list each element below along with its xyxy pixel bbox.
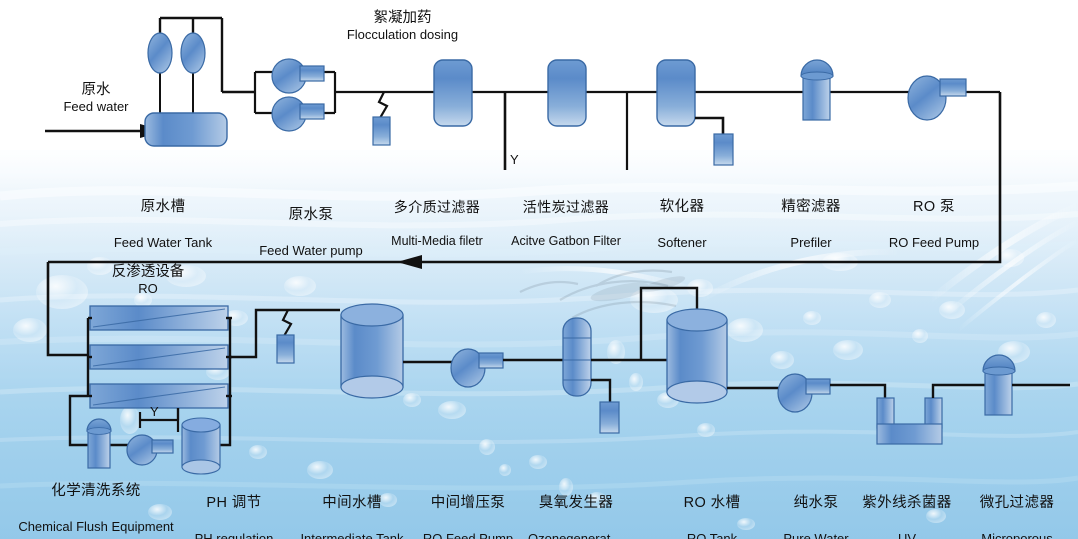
pipe-return-right bbox=[406, 92, 1002, 264]
inline-label-feed-water: 原水 Feed water bbox=[52, 82, 140, 115]
brine-tank-shape bbox=[713, 133, 734, 166]
intermediate-tank-shape bbox=[340, 303, 404, 399]
intermediate-pump-shape bbox=[450, 348, 504, 388]
prefilter-shape bbox=[800, 59, 834, 121]
ozone-generator-shape bbox=[562, 317, 592, 397]
flocculation-en: Flocculation dosing bbox=[346, 27, 459, 43]
feed-water-tank-shape bbox=[144, 112, 228, 147]
intermediate-dosing-zigzag bbox=[281, 309, 293, 337]
y-marker-multimedia: Y bbox=[510, 152, 519, 167]
inline-label-flocculation: 絮凝加药 Flocculation dosing bbox=[330, 10, 475, 43]
feed-water-pump-2 bbox=[271, 96, 325, 132]
pipe-ro-tank-inlet bbox=[639, 286, 699, 360]
ro-unit-cn: 反渗透设备 bbox=[111, 264, 185, 280]
flocculation-dosing-box bbox=[372, 116, 391, 146]
ro-unit-en: RO bbox=[138, 281, 158, 297]
pipe-ozone-branch bbox=[591, 378, 612, 403]
softener-shape bbox=[656, 59, 696, 127]
valve-icon-1 bbox=[147, 32, 173, 74]
ozone-aux-box bbox=[599, 401, 620, 434]
ph-regulation-shape bbox=[181, 417, 221, 475]
feed-water-cn: 原水 bbox=[81, 82, 111, 98]
y-marker-ro: Y bbox=[150, 404, 159, 419]
ro-tank-shape bbox=[666, 308, 728, 404]
chemical-flush-tank-shape bbox=[86, 418, 112, 469]
active-carbon-filter-shape bbox=[547, 59, 587, 127]
feed-water-en: Feed water bbox=[63, 99, 129, 115]
pipe-ro-permeate bbox=[230, 308, 340, 359]
microporous-filter-shape bbox=[982, 354, 1016, 416]
ro-membrane-vessel-1 bbox=[89, 305, 229, 331]
multi-media-filter-shape bbox=[433, 59, 473, 127]
arrow-return-flow bbox=[397, 255, 422, 269]
pipe-brine-branch bbox=[695, 116, 725, 135]
pure-water-pump-shape bbox=[777, 373, 831, 413]
inline-label-ro-unit: 反渗透设备 RO bbox=[78, 264, 218, 297]
feed-water-pump-1 bbox=[271, 58, 325, 94]
pipe-bottom-5 bbox=[830, 383, 887, 398]
pipe-bottom-6 bbox=[931, 383, 990, 398]
pipe-into-ro bbox=[46, 262, 88, 357]
ro-feed-pump-shape bbox=[907, 75, 967, 121]
valve-icon-2 bbox=[180, 32, 206, 74]
dosing-zigzag-line bbox=[377, 91, 389, 119]
intermediate-dosing-box bbox=[276, 334, 295, 364]
chemical-flush-pump-shape bbox=[126, 434, 174, 466]
flocculation-cn: 絮凝加药 bbox=[373, 10, 432, 26]
uv-sterilizer-shape bbox=[876, 397, 943, 445]
